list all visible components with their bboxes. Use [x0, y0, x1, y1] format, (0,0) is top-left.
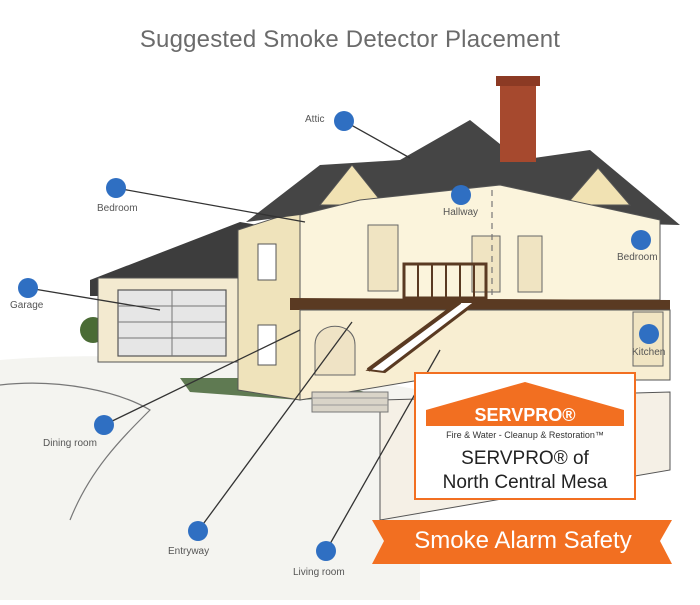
marker-bedroom-right — [631, 230, 651, 250]
label-garage: Garage — [10, 300, 44, 311]
marker-kitchen — [639, 324, 659, 344]
marker-hallway — [451, 185, 471, 205]
chimney — [500, 80, 536, 162]
label-living-room: Living room — [293, 567, 345, 578]
banner-text: Smoke Alarm Safety — [414, 527, 632, 554]
page-title: Suggested Smoke Detector Placement — [139, 26, 561, 53]
label-kitchen: Kitchen — [632, 347, 666, 358]
marker-garage — [18, 278, 38, 298]
leader-attic — [343, 120, 411, 159]
leader-dining — [103, 329, 301, 426]
marker-dining — [94, 415, 114, 435]
logo-brand-text: SERVPRO® — [475, 405, 576, 425]
logo-tagline: Fire & Water - Cleanup & Restoration™ — [446, 430, 604, 440]
arched-doorway — [314, 325, 356, 376]
label-dining-room: Dining room — [43, 438, 97, 449]
label-hallway: Hallway — [443, 207, 479, 218]
upper-door-left — [367, 224, 399, 292]
leader-entryway — [197, 321, 353, 532]
marker-bedroom-left — [106, 178, 126, 198]
logo-name-line1: SERVPRO® of — [461, 448, 589, 469]
leader-garage — [27, 287, 161, 311]
servpro-logo: SERVPRO® Fire & Water - Cleanup & Restor… — [414, 372, 636, 500]
facade-window-upper — [257, 243, 277, 281]
leader-bedroom-left — [115, 187, 306, 223]
label-entryway: Entryway — [168, 546, 210, 557]
floor-slab — [290, 298, 670, 310]
upper-door-right — [517, 235, 543, 293]
lawn-edge — [0, 382, 151, 521]
right-gable — [564, 167, 632, 206]
logo-name-line2: North Central Mesa — [442, 472, 608, 493]
label-attic: Attic — [305, 114, 325, 125]
marker-living — [316, 541, 336, 561]
facade-window-lower — [257, 324, 277, 366]
banner-shape — [372, 520, 672, 564]
entry-steps — [311, 391, 389, 413]
house-logo-icon: SERVPRO® — [426, 382, 624, 426]
label-bedroom-right: Bedroom — [617, 252, 658, 263]
marker-entryway — [188, 521, 208, 541]
label-bedroom-left: Bedroom — [97, 203, 138, 214]
marker-attic — [334, 111, 354, 131]
